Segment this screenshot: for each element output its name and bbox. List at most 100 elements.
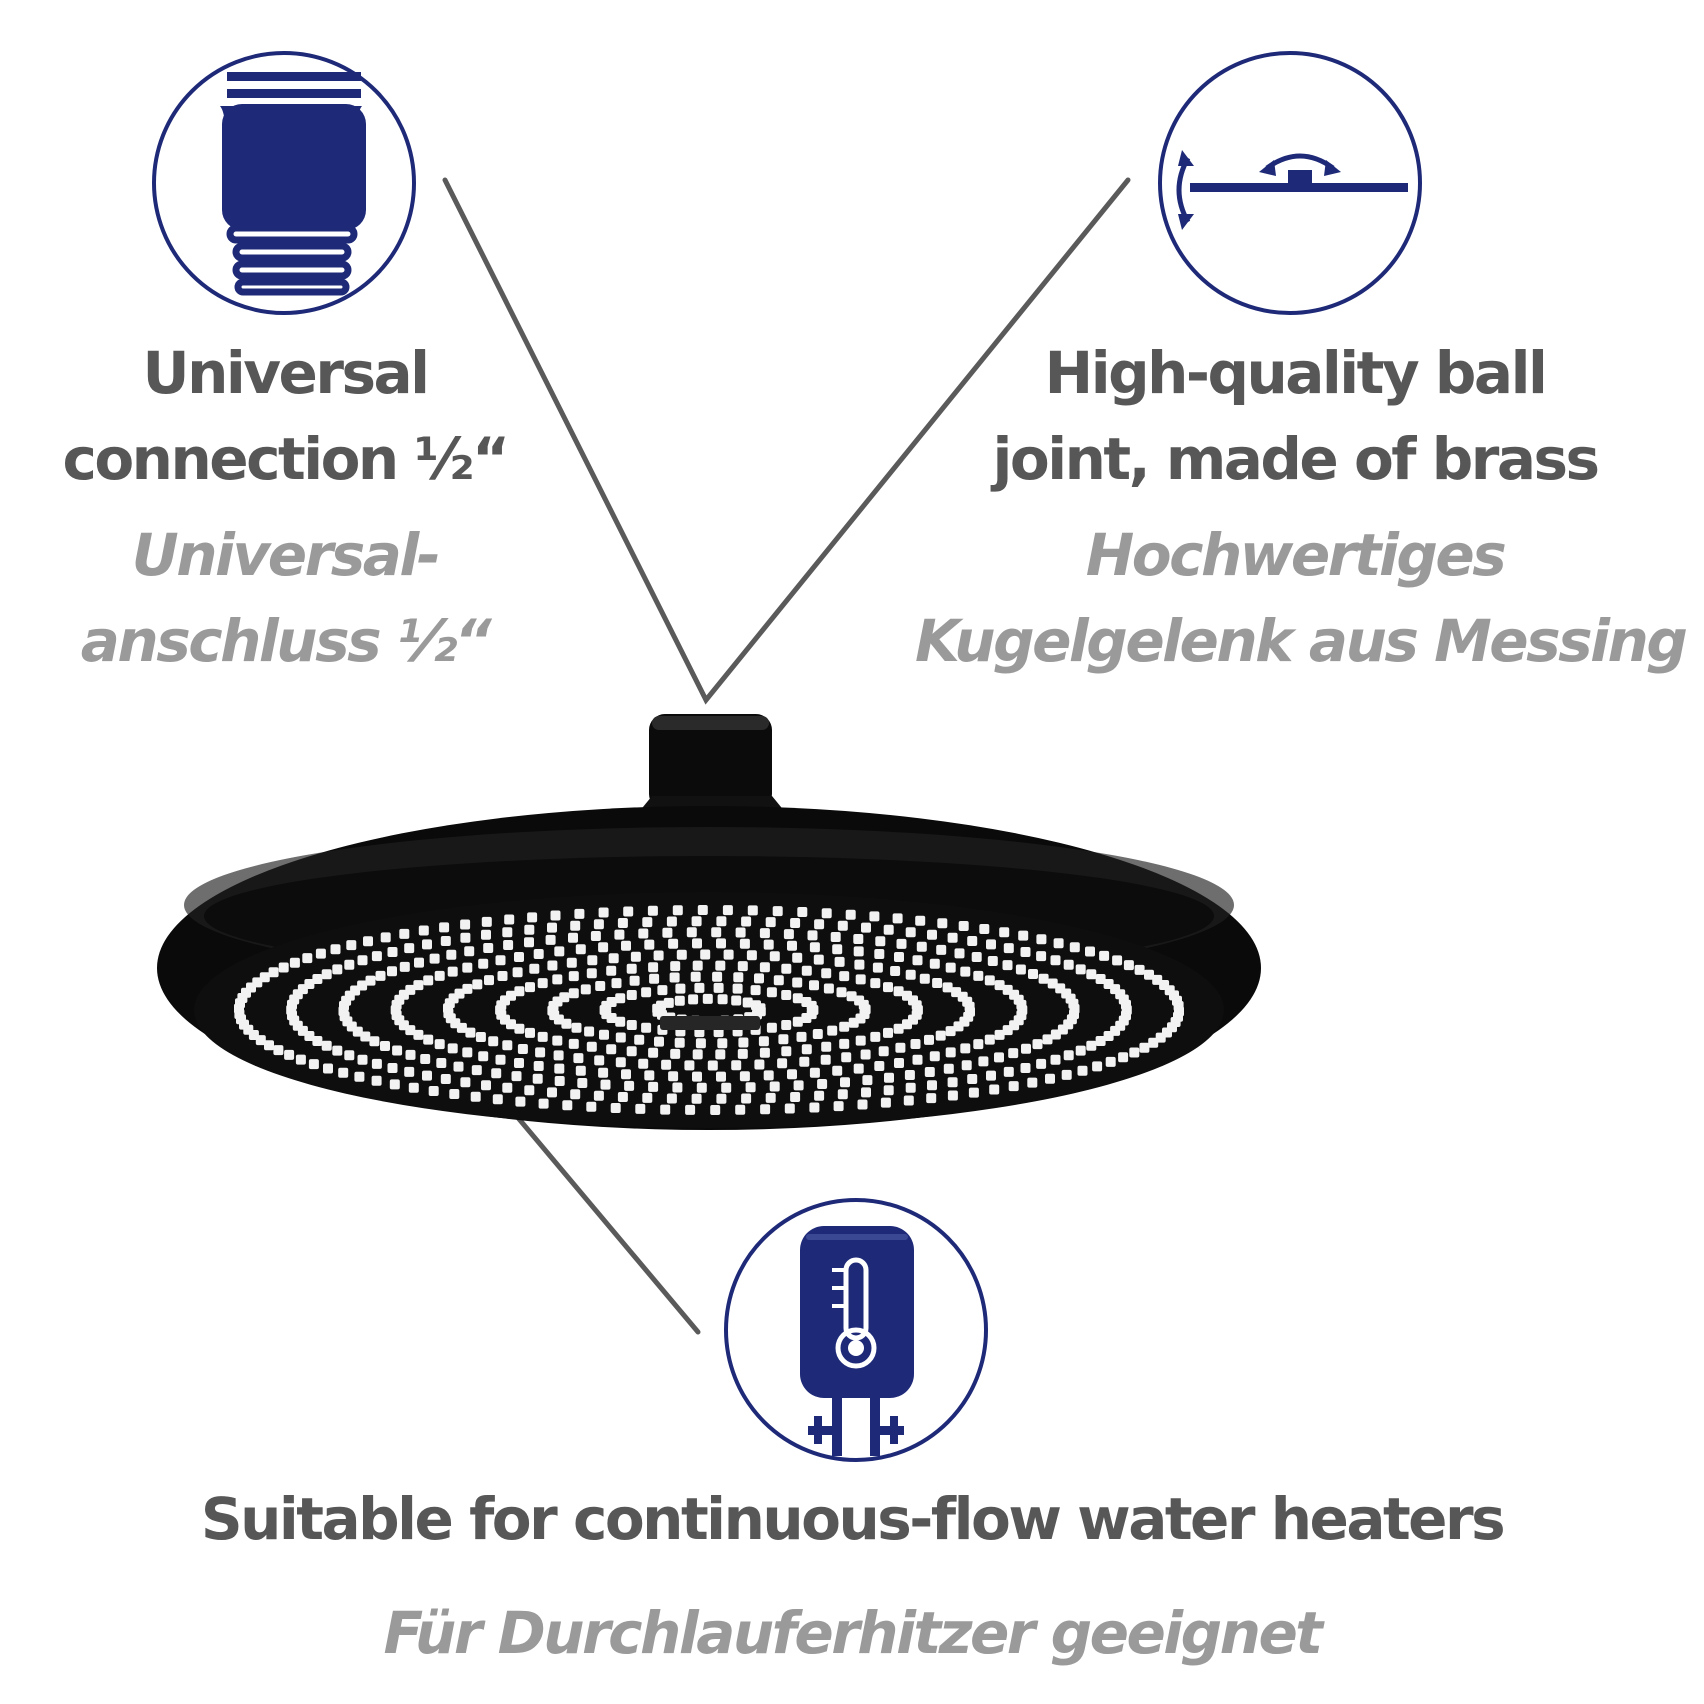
nozzle (284, 1049, 295, 1060)
nozzle (707, 1060, 718, 1071)
nozzle (405, 1049, 416, 1060)
nozzle (481, 929, 491, 940)
nozzle (1075, 1045, 1086, 1056)
nozzle (304, 979, 315, 989)
nozzle (839, 1021, 850, 1032)
nozzle (874, 949, 885, 959)
nozzle (832, 1065, 843, 1076)
nozzle (470, 1091, 481, 1102)
nozzle (823, 983, 834, 994)
nozzle (571, 1022, 582, 1033)
nozzle (554, 946, 565, 957)
nozzle (839, 1038, 850, 1049)
nozzle (926, 1093, 937, 1104)
nozzle (760, 1104, 771, 1115)
nozzle (801, 965, 812, 976)
nozzle (666, 1093, 677, 1104)
nozzle (465, 1027, 476, 1038)
nozzle (961, 1060, 972, 1071)
nozzle (675, 983, 686, 994)
nozzle (777, 1058, 788, 1069)
nozzle (371, 1058, 382, 1069)
nozzle (765, 1092, 776, 1103)
nozzle (295, 1054, 306, 1065)
nozzle (550, 910, 561, 921)
nozzle (854, 959, 865, 970)
nozzle (568, 1038, 579, 1049)
nozzle (460, 1077, 471, 1088)
nozzle (741, 1093, 752, 1104)
nozzle (731, 995, 742, 1006)
nozzle (471, 1065, 482, 1076)
nozzle (792, 993, 803, 1004)
nozzle (580, 984, 591, 995)
nozzle (792, 977, 803, 988)
ball-joint-tilt-icon (1158, 51, 1422, 315)
nozzle (912, 955, 923, 966)
nozzle (538, 1098, 549, 1109)
nozzle (478, 1051, 489, 1062)
nozzle (453, 1061, 464, 1072)
nozzle (904, 1070, 915, 1080)
nozzle (478, 958, 489, 969)
nozzle (700, 949, 711, 960)
nozzle (502, 927, 513, 938)
nozzle (462, 983, 473, 994)
nozzle (710, 1105, 721, 1115)
nozzle (688, 994, 699, 1005)
nozzle (568, 932, 578, 943)
nozzle (399, 928, 410, 939)
nozzle (732, 983, 743, 994)
nozzle (447, 966, 458, 977)
nozzle (814, 919, 825, 930)
nozzle (369, 1036, 380, 1047)
nozzle (610, 1103, 621, 1113)
nozzle (289, 957, 300, 968)
nozzle (796, 1031, 807, 1042)
nozzle (945, 1047, 956, 1058)
nozzle (371, 1075, 382, 1086)
nozzle (344, 1050, 355, 1061)
nozzle (971, 952, 982, 962)
nozzle (600, 1079, 611, 1090)
nozzle (527, 912, 538, 923)
nozzle (635, 1103, 646, 1114)
nozzle (653, 950, 664, 961)
nozzle (621, 1069, 631, 1080)
nozzle (861, 922, 871, 933)
nozzle (606, 997, 617, 1007)
nozzle (781, 990, 792, 1000)
nozzle (967, 936, 978, 946)
nozzle (642, 1092, 653, 1103)
nozzle (903, 1095, 914, 1106)
nozzle (648, 1081, 659, 1092)
nozzle (755, 1003, 766, 1014)
nozzle (1099, 950, 1110, 961)
nozzle (586, 1041, 597, 1052)
nozzle (979, 924, 990, 934)
nozzle (883, 982, 893, 993)
nozzle (841, 1052, 852, 1063)
leader-line-water-heater (490, 1085, 701, 1335)
nozzle (862, 1075, 873, 1086)
nozzle (440, 936, 451, 946)
nozzle (503, 940, 514, 950)
nozzle (821, 1041, 832, 1052)
nozzle (545, 934, 556, 945)
nozzle (672, 905, 683, 916)
nozzle (690, 971, 701, 982)
nozzle (626, 1046, 637, 1057)
nozzle (626, 1020, 637, 1030)
nozzle (1050, 1054, 1061, 1065)
water-heater-thermometer-icon (724, 1198, 988, 1462)
nozzle (857, 1099, 868, 1110)
nozzle (1027, 1077, 1038, 1088)
nozzle (896, 938, 907, 949)
nozzle (772, 906, 783, 917)
nozzle (759, 1047, 770, 1058)
nozzle (606, 1044, 617, 1055)
nozzle (806, 1000, 817, 1011)
nozzle (312, 974, 323, 984)
nozzle (781, 1046, 792, 1057)
nozzle (514, 1058, 524, 1068)
